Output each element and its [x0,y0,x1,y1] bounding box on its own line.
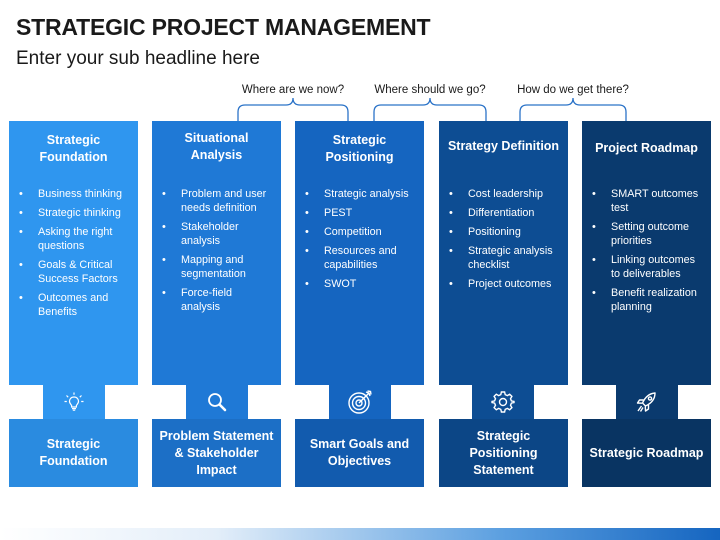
column-heading: Situational Analysis [184,131,249,162]
list-item: Cost leadership [447,187,560,201]
column-item-list: Problem and user needs definition Stakeh… [152,187,281,319]
list-item: Asking the right questions [17,225,130,253]
page-subtitle: Enter your sub headline here [16,48,260,69]
list-item: Stakeholder analysis [160,220,273,248]
column-item-list: Cost leadership Differentiation Position… [439,187,568,296]
list-item: Competition [303,225,416,239]
question-where-go: Where should we go? [374,84,486,96]
column-heading: Strategy Definition [447,138,560,153]
column-item-list: SMART outcomes test Setting outcome prio… [582,187,711,319]
list-item: Goals & Critical Success Factors [17,258,130,286]
list-item: Business thinking [17,187,130,201]
list-item: PEST [303,206,416,220]
gear-icon [472,384,534,420]
column-footer: Strategic Roadmap [582,419,711,487]
rocket-icon [616,384,678,420]
column-situational-analysis: Situational Analysis Problem and user ne… [152,121,281,385]
column-footer: Problem Statement & Stakeholder Impact [152,419,281,487]
column-heading: Strategic Foundation [39,132,108,164]
column-strategic-positioning: Strategic Positioning Strategic analysis… [295,121,424,385]
column-item-list: Strategic analysis PEST Competition Reso… [295,187,424,296]
question-where-now: Where are we now? [241,84,345,96]
list-item: Resources and capabilities [303,244,416,272]
question-how-get-there: How do we get there? [517,84,629,96]
column-item-list: Business thinking Strategic thinking Ask… [9,187,138,324]
column-strategic-foundation: Strategic Foundation Business thinking S… [9,121,138,385]
column-footer: Smart Goals and Objectives [295,419,424,487]
list-item: Force-field analysis [160,286,273,314]
list-item: Project outcomes [447,277,560,291]
column-strategy-definition: Strategy Definition Cost leadership Diff… [439,121,568,385]
column-project-roadmap: Project Roadmap SMART outcomes test Sett… [582,121,711,385]
list-item: Mapping and segmentation [160,253,273,281]
list-item: Strategic analysis checklist [447,244,560,272]
column-footer: Strategic Positioning Statement [439,419,568,487]
list-item: Differentiation [447,206,560,220]
list-item: Positioning [447,225,560,239]
lightbulb-icon [43,384,105,420]
column-heading: Strategic Positioning [325,132,394,164]
magnifier-icon [186,384,248,420]
list-item: Strategic analysis [303,187,416,201]
list-item: Outcomes and Benefits [17,291,130,319]
target-icon [329,384,391,420]
list-item: SWOT [303,277,416,291]
list-item: Problem and user needs definition [160,187,273,215]
page-title: STRATEGIC PROJECT MANAGEMENT [16,14,431,40]
footer-gradient-bar [0,528,720,540]
list-item: Setting outcome priorities [590,220,703,248]
question-braces [237,97,627,121]
list-item: SMART outcomes test [590,187,703,215]
column-heading: Project Roadmap [595,141,698,155]
column-footer: Strategic Foundation [9,419,138,487]
list-item: Benefit realization planning [590,286,703,314]
list-item: Linking outcomes to deliverables [590,253,703,281]
list-item: Strategic thinking [17,206,130,220]
